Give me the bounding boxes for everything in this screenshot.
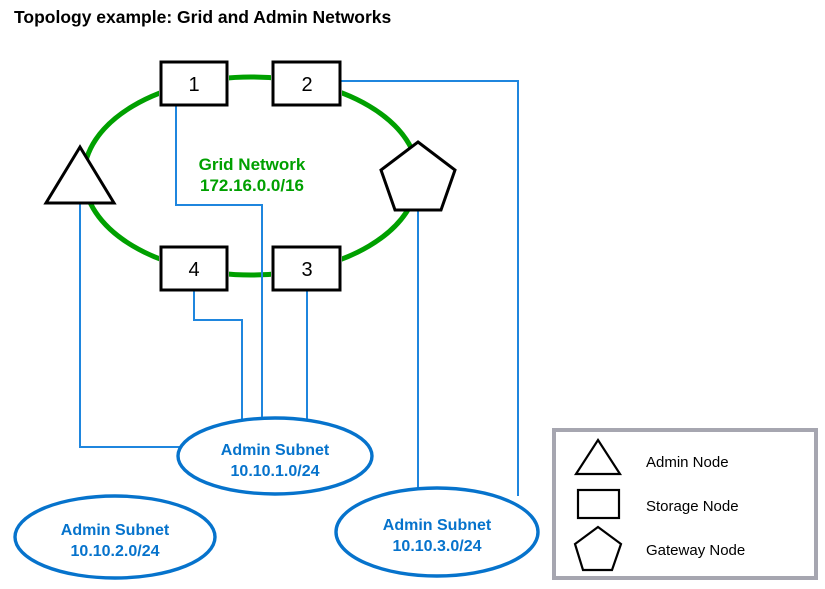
legend-label-admin-node: Admin Node: [646, 454, 729, 471]
triangle-icon: [573, 437, 623, 476]
legend-item-gateway-node: Gateway Node: [573, 525, 745, 572]
grid-network-label: Grid Network 172.16.0.0/16: [199, 155, 306, 195]
legend-item-admin-node: Admin Node: [573, 437, 729, 476]
admin-subnet-3-name: Admin Subnet: [383, 517, 492, 534]
legend: Admin Node Storage Node Gateway Node: [552, 428, 818, 580]
admin-subnet-3[interactable]: Admin Subnet 10.10.3.0/24: [334, 486, 540, 578]
admin-subnet-2-shape: [13, 494, 217, 580]
gateway-node-shape[interactable]: [379, 140, 457, 212]
node-2-shape: [271, 60, 342, 107]
admin-subnet-3-cidr: 10.10.3.0/24: [393, 538, 482, 555]
link-adminnode-to-subnet1: [79, 203, 186, 448]
admin-subnet-1-shape: [176, 416, 374, 496]
node-3-label: 3: [301, 259, 312, 281]
grid-network-name: Grid Network: [199, 155, 306, 174]
node-2-label: 2: [301, 74, 312, 96]
node-3-shape: [271, 245, 342, 292]
node-3[interactable]: 3: [271, 245, 342, 292]
legend-label-gateway-node: Gateway Node: [646, 542, 745, 559]
admin-subnet-3-shape: [334, 486, 540, 578]
admin-subnet-2[interactable]: Admin Subnet 10.10.2.0/24: [13, 494, 217, 580]
pentagon-icon: [573, 525, 623, 572]
admin-subnet-2-name: Admin Subnet: [61, 522, 170, 539]
page-title: Topology example: Grid and Admin Network…: [14, 7, 392, 27]
node-1[interactable]: 1: [159, 60, 229, 107]
node-4-shape: [159, 245, 229, 292]
admin-subnet-1[interactable]: Admin Subnet 10.10.1.0/24: [176, 416, 374, 496]
admin-network-links: [79, 80, 519, 496]
node-1-shape: [159, 60, 229, 107]
node-2[interactable]: 2: [271, 60, 342, 107]
legend-label-storage-node: Storage Node: [646, 498, 739, 515]
link-node4-to-subnet1: [193, 290, 243, 434]
admin-subnet-1-cidr: 10.10.1.0/24: [231, 463, 320, 480]
rectangle-icon: [576, 488, 621, 520]
admin-node-shape[interactable]: [43, 144, 117, 205]
admin-subnet-2-cidr: 10.10.2.0/24: [71, 543, 160, 560]
node-4-label: 4: [188, 259, 199, 281]
node-4[interactable]: 4: [159, 245, 229, 292]
link-node1-to-subnet1: [175, 105, 263, 429]
link-node2-to-subnet3: [340, 80, 519, 496]
legend-item-storage-node: Storage Node: [576, 488, 739, 520]
grid-network-cidr: 172.16.0.0/16: [200, 176, 304, 195]
node-1-label: 1: [188, 74, 199, 96]
admin-subnet-1-name: Admin Subnet: [221, 442, 330, 459]
